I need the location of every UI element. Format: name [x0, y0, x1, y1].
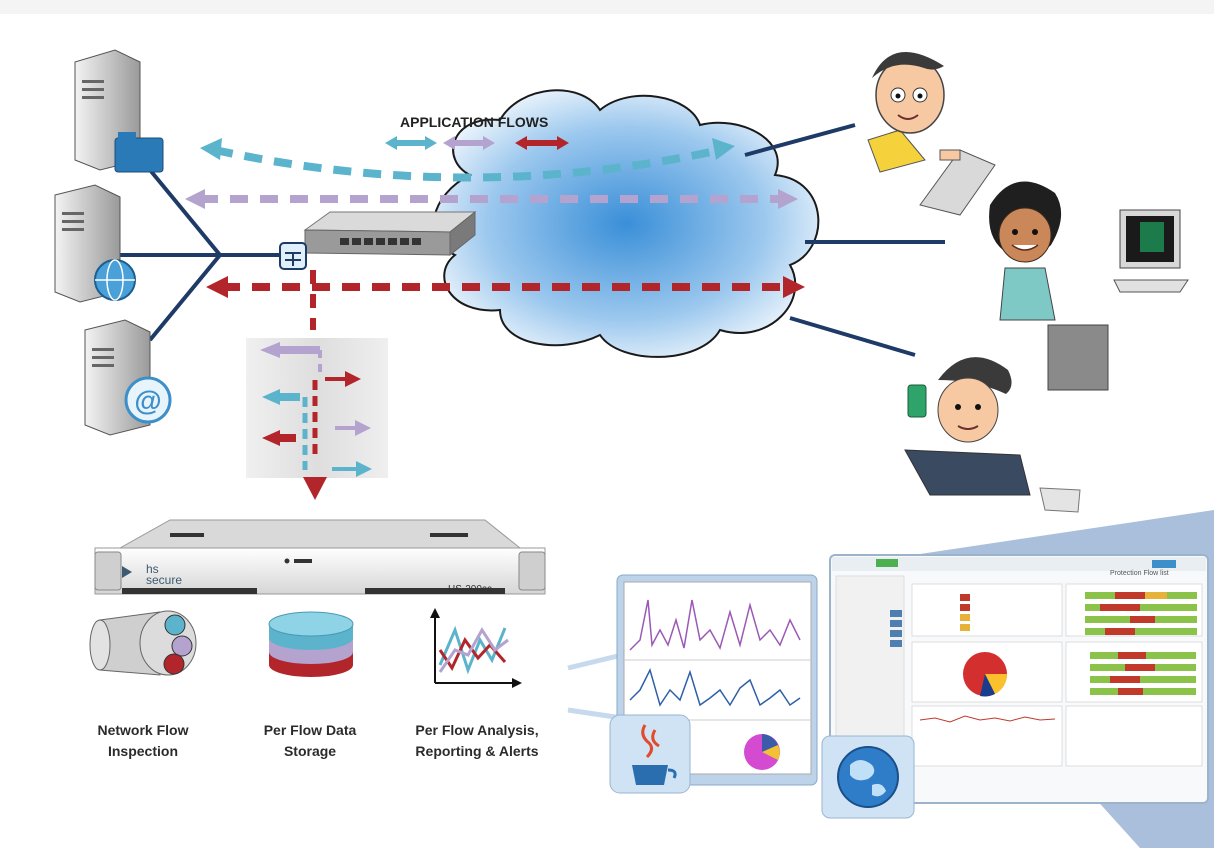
svg-text:@: @: [134, 385, 161, 416]
feature-label-analysis: Per Flow Analysis, Reporting & Alerts: [415, 722, 539, 759]
flows-legend: [385, 136, 569, 150]
analysis-chart-icon: [430, 608, 522, 688]
flow-red: [206, 276, 805, 298]
server-globe-icon: [54, 184, 136, 303]
globe-icon: [821, 735, 915, 819]
java-icon: [609, 714, 691, 794]
switch-icon: [303, 210, 477, 257]
data-storage-icon: [268, 611, 354, 677]
web-dashboard-window: [829, 554, 1209, 804]
cloud-icon: [432, 89, 820, 358]
flow-teal: [200, 138, 735, 182]
connector-line-2: [567, 707, 623, 721]
tap-icon: [279, 242, 307, 270]
feature-label-inspection: Network Flow Inspection: [97, 722, 189, 759]
flows-title: APPLICATION FLOWS: [400, 114, 549, 130]
feature-label-storage: Per Flow Data Storage: [263, 722, 357, 759]
appliance-brand: hs secure: [146, 562, 183, 587]
link-user-3: [789, 316, 916, 357]
flow-capture-panel: [246, 338, 388, 500]
appliance-model: HS-200cc: [448, 584, 492, 595]
connector-line-1: [567, 652, 623, 671]
user-phone-icon: [904, 357, 1081, 513]
user-laptop-icon: [867, 52, 996, 216]
link-user-1: [744, 123, 856, 157]
java-dashboard-window: [616, 574, 818, 786]
appliance-icon: [94, 519, 546, 595]
fiber-cable-icon: [89, 610, 197, 676]
server-email-icon: @: [84, 319, 172, 436]
flow-lavender: [185, 189, 798, 209]
dashboard-title: Protection Flow list: [1110, 570, 1169, 577]
user-desktop-icon: [989, 181, 1189, 391]
server-folder-icon: [74, 49, 164, 173]
